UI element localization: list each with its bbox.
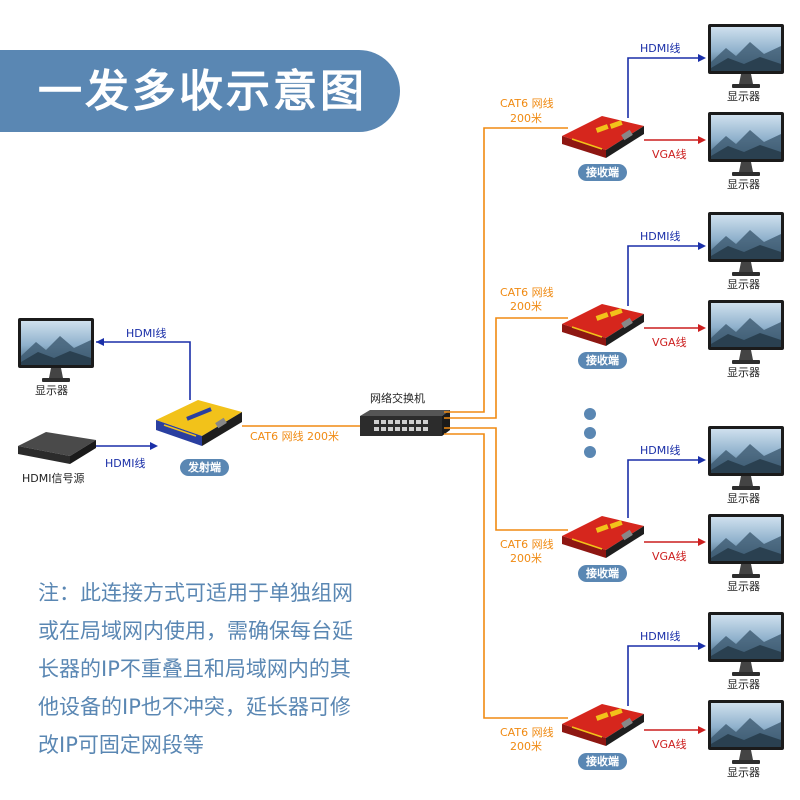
hdmi-label-rx1: HDMI线 — [640, 42, 681, 55]
hdmi-line-rx1 — [627, 57, 698, 118]
hdmi-line-rx2 — [627, 245, 698, 306]
cat6-line-rx4 — [444, 433, 568, 719]
cat6-label-rx1: CAT6 网线 — [500, 97, 554, 110]
transmitter-device — [155, 399, 243, 447]
hdmi-label-rx2: HDMI线 — [640, 230, 681, 243]
ellipsis-dot-1 — [584, 408, 596, 420]
receiver-device-1 — [561, 115, 645, 159]
monitor-rx1-hdmi — [708, 24, 784, 88]
monitor-label-rx1-hdmi: 显示器 — [727, 90, 760, 103]
receiver-device-4 — [561, 703, 645, 747]
monitor-label-rx1-vga: 显示器 — [727, 178, 760, 191]
note-line: 他设备的IP也不冲突，延长器可修 — [38, 695, 351, 719]
monitor-label-rx3-vga: 显示器 — [727, 580, 760, 593]
cat6-label-rx3: CAT6 网线 — [500, 538, 554, 551]
receiver-badge-3: 接收端 — [578, 565, 627, 582]
monitor-rx3-hdmi — [708, 426, 784, 490]
cat6-label-rx2: CAT6 网线 — [500, 286, 554, 299]
monitor-label-rx2-hdmi: 显示器 — [727, 278, 760, 291]
receiver-device-2 — [561, 303, 645, 347]
cat6-dist-rx1: 200米 — [510, 112, 542, 125]
cat6-dist-rx3: 200米 — [510, 552, 542, 565]
vga-label-rx4: VGA线 — [652, 738, 687, 751]
note-line: 注：此连接方式可适用于单独组网 — [38, 581, 353, 605]
transmitter-badge: 发射端 — [180, 459, 229, 476]
cat6-main-label: CAT6 网线 200米 — [250, 430, 340, 443]
hdmi-source-label: HDMI信号源 — [22, 472, 85, 485]
receiver-badge-2: 接收端 — [578, 352, 627, 369]
monitor-rx1-vga — [708, 112, 784, 176]
monitor-label-rx3-hdmi: 显示器 — [727, 492, 760, 505]
vga-label-rx3: VGA线 — [652, 550, 687, 563]
monitor-rx4-vga — [708, 700, 784, 764]
ellipsis-dot-2 — [584, 427, 596, 439]
receiver-badge-1: 接收端 — [578, 164, 627, 181]
title-banner — [0, 50, 400, 132]
hdmi-label-left-bottom: HDMI线 — [105, 457, 146, 470]
monitor-rx2-vga — [708, 300, 784, 364]
note-text: 注：此连接方式可适用于单独组网 或在局域网内使用，需确保每台延 长器的IP不重叠… — [38, 574, 448, 764]
vga-label-rx1: VGA线 — [652, 148, 687, 161]
switch-label: 网络交换机 — [370, 392, 425, 405]
page-title: 一发多收示意图 — [38, 66, 367, 117]
monitor-label-left: 显示器 — [35, 384, 68, 397]
monitor-left — [18, 318, 94, 382]
monitor-rx3-vga — [708, 514, 784, 578]
vga-label-rx2: VGA线 — [652, 336, 687, 349]
monitor-label-rx2-vga: 显示器 — [727, 366, 760, 379]
monitor-rx2-hdmi — [708, 212, 784, 276]
hdmi-line-rx4 — [627, 645, 698, 706]
cat6-line-rx1 — [444, 127, 568, 413]
hdmi-line-tx-monitor — [96, 341, 191, 400]
monitor-label-rx4-hdmi: 显示器 — [727, 678, 760, 691]
hdmi-label-left-top: HDMI线 — [126, 327, 167, 340]
cat6-line-rx3 — [444, 427, 568, 531]
network-switch — [360, 410, 450, 436]
hdmi-label-rx3: HDMI线 — [640, 444, 681, 457]
cat6-label-rx4: CAT6 网线 — [500, 726, 554, 739]
receiver-badge-4: 接收端 — [578, 753, 627, 770]
cat6-dist-rx2: 200米 — [510, 300, 542, 313]
note-line: 长器的IP不重叠且和局域网内的其 — [38, 657, 351, 681]
hdmi-label-rx4: HDMI线 — [640, 630, 681, 643]
hdmi-source-box — [18, 432, 96, 464]
monitor-label-rx4-vga: 显示器 — [727, 766, 760, 779]
cat6-line-rx2 — [444, 317, 568, 419]
receiver-device-3 — [561, 515, 645, 559]
hdmi-line-rx3 — [627, 459, 698, 518]
cat6-dist-rx4: 200米 — [510, 740, 542, 753]
note-line: 改IP可固定网段等 — [38, 733, 204, 757]
monitor-rx4-hdmi — [708, 612, 784, 676]
ellipsis-dot-3 — [584, 446, 596, 458]
note-line: 或在局域网内使用，需确保每台延 — [38, 619, 353, 643]
